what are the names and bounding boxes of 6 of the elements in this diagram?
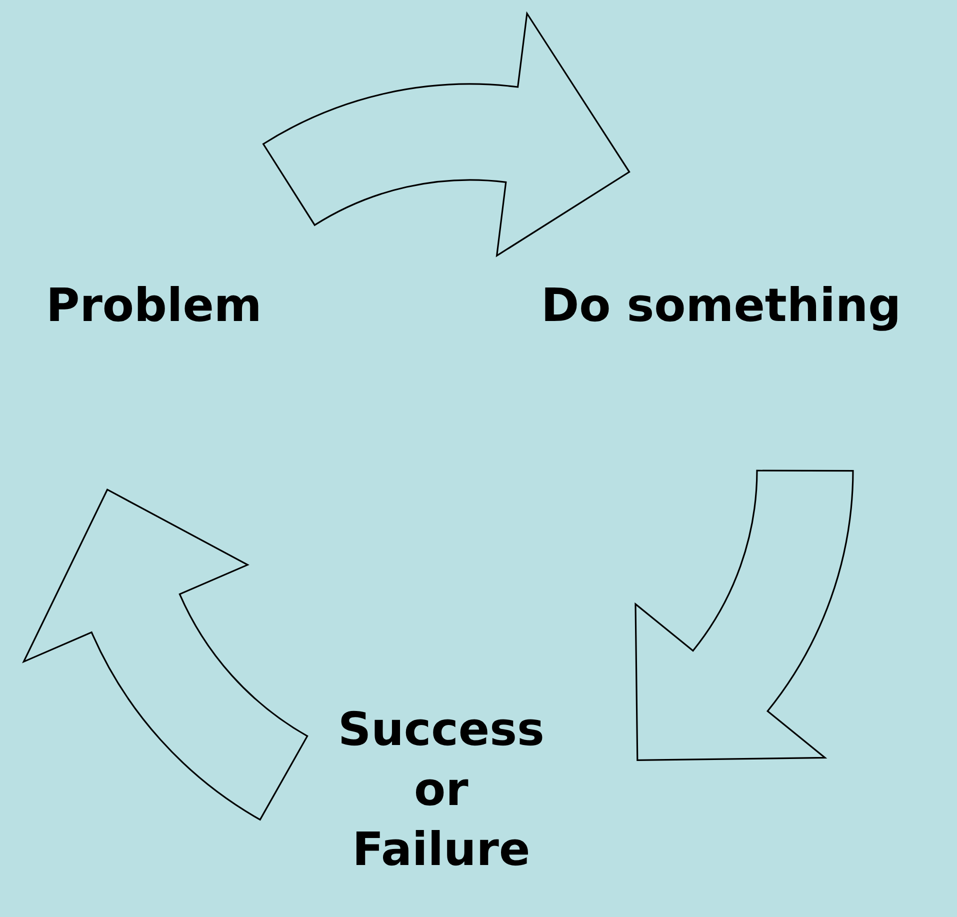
- step-label: Do something: [541, 276, 902, 336]
- block-arrow: [262, 12, 630, 256]
- block-arrow: [22, 488, 308, 820]
- step-label: Success or Failure: [338, 700, 544, 880]
- block-arrow: [634, 470, 854, 761]
- step-label: Problem: [46, 276, 262, 336]
